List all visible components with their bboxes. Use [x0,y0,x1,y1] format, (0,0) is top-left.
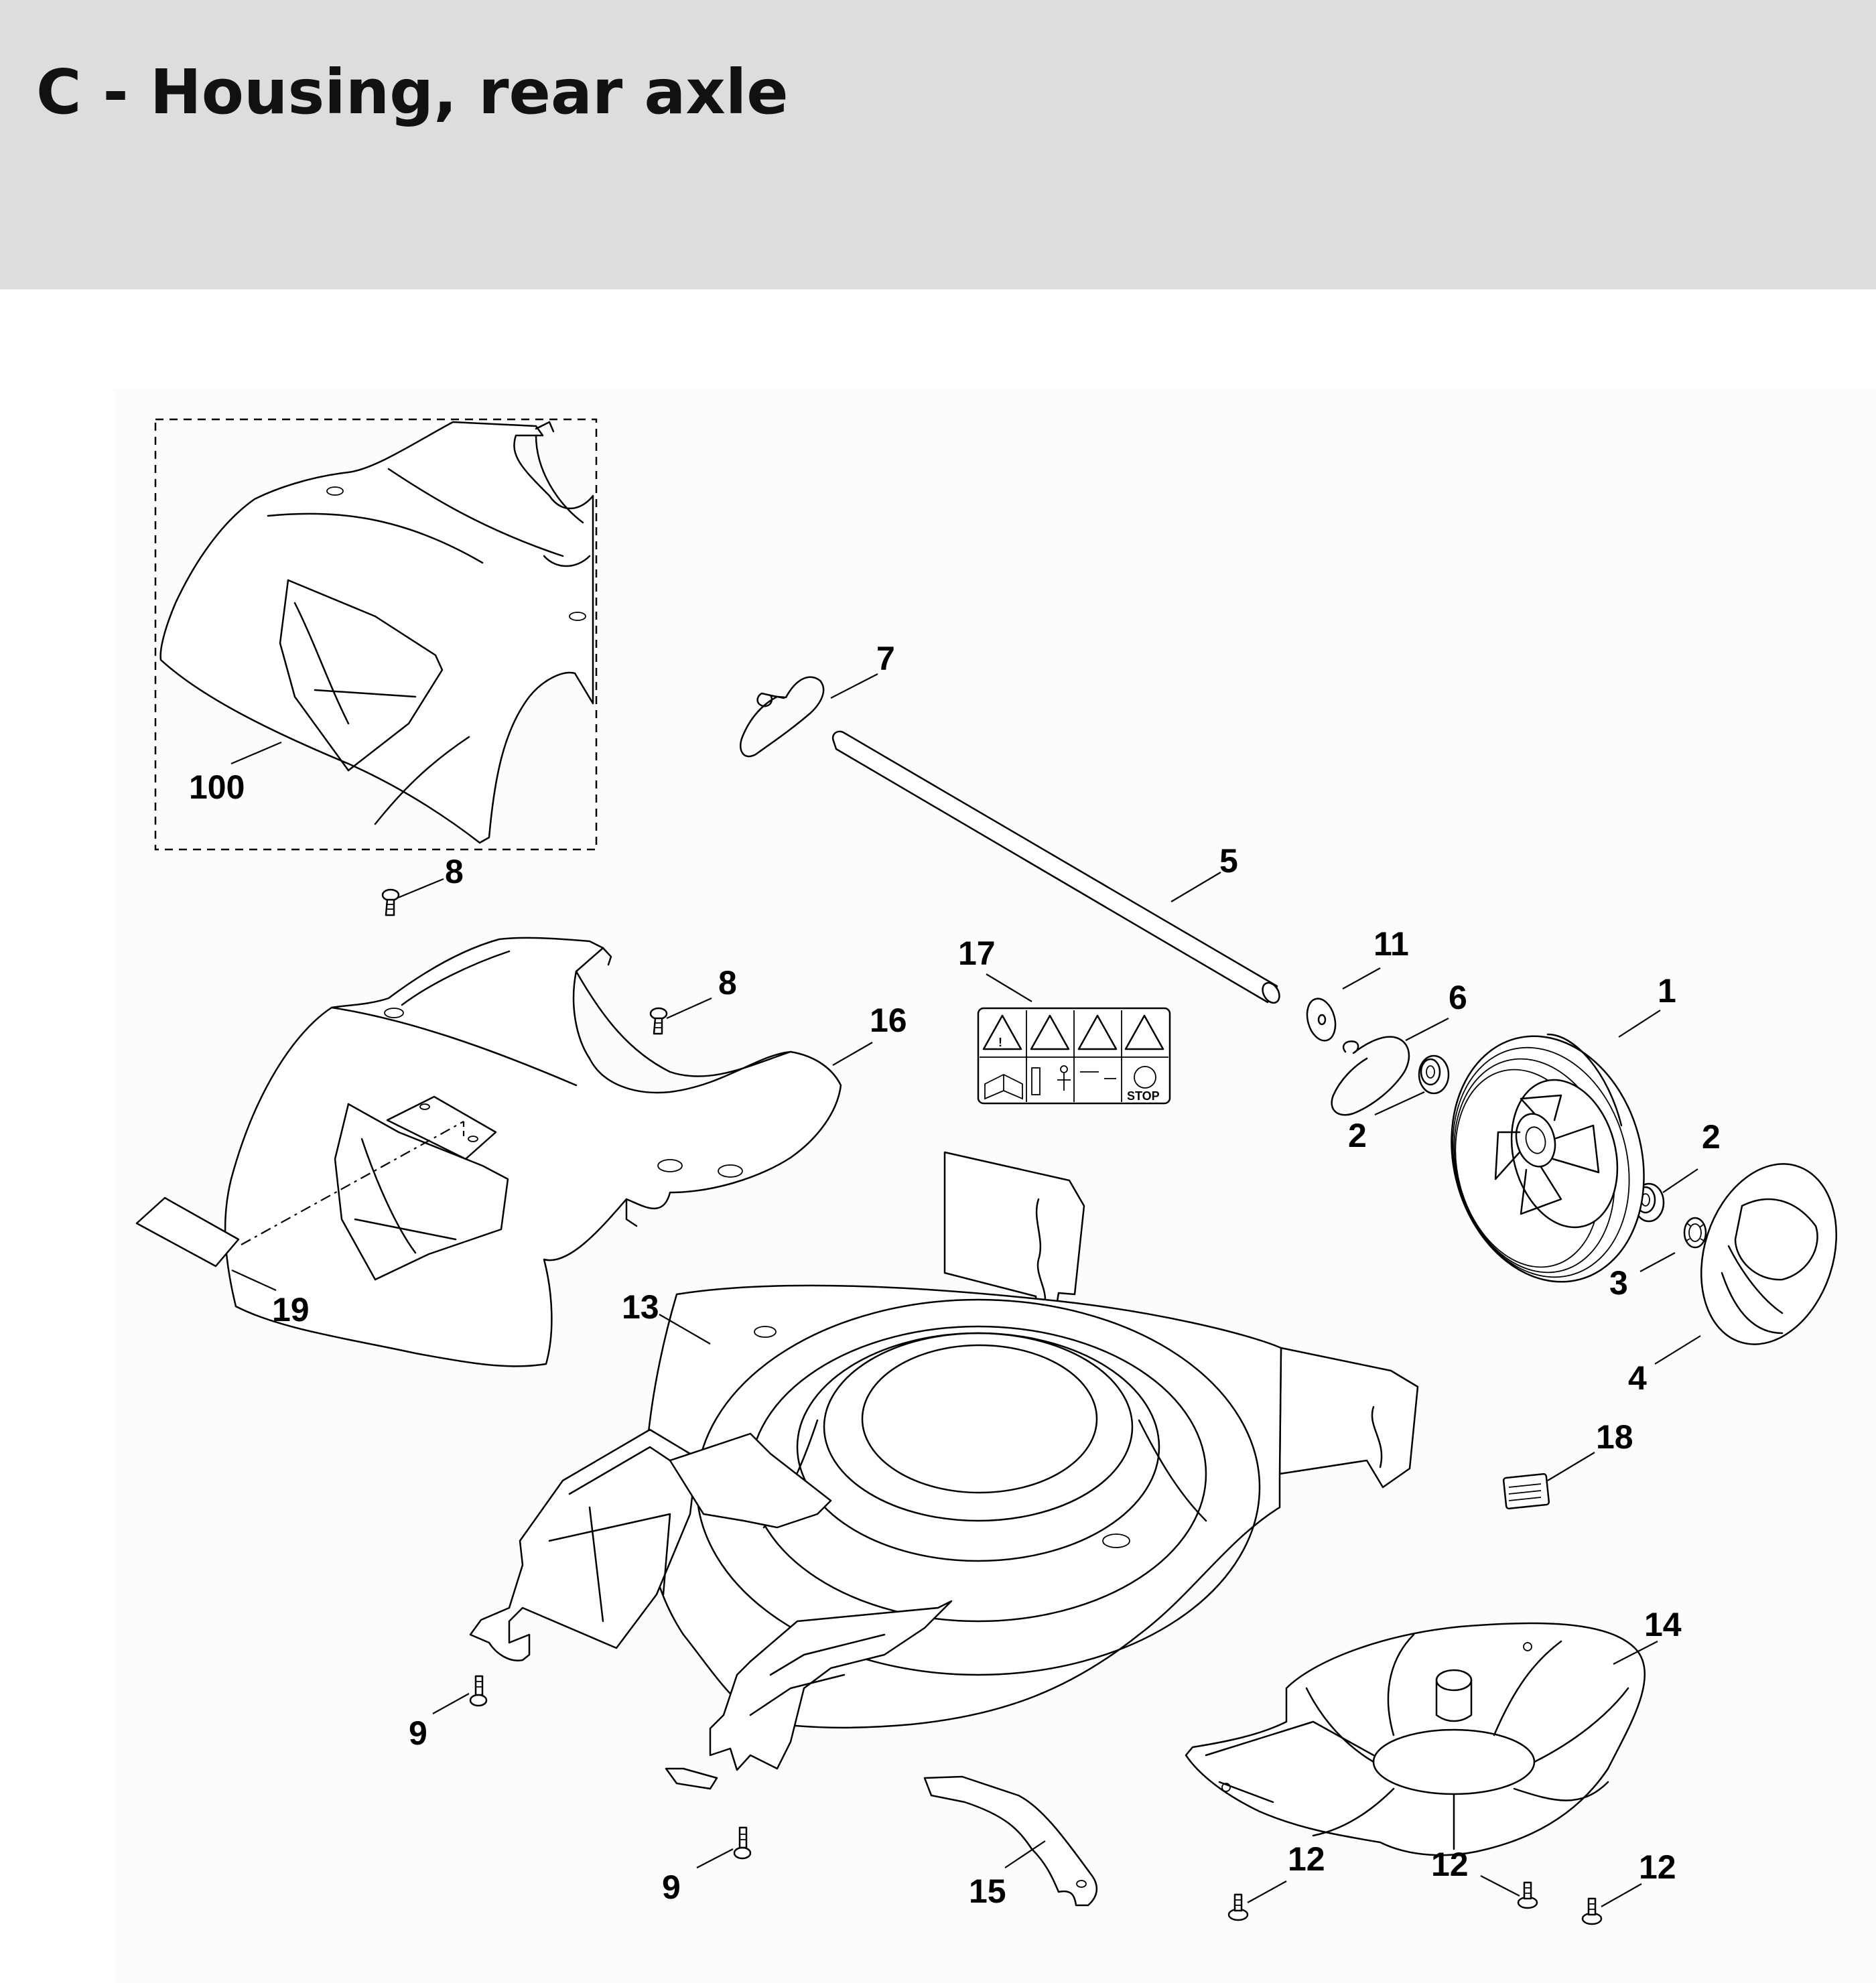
label-13: 13 [622,1288,659,1326]
part-11-washer[interactable] [1302,996,1339,1044]
label-12-left: 12 [1288,1840,1325,1878]
label-11: 11 [1374,925,1409,963]
label-17: 17 [958,935,996,972]
part-13-deck-housing[interactable] [469,1151,1419,1790]
label-3: 3 [1609,1264,1628,1302]
part-12-screw-right[interactable] [1581,1897,1603,1925]
label-8-upper: 8 [445,853,464,890]
part-9-screw-lower[interactable] [733,1826,752,1860]
stop-label-text: STOP [1127,1089,1160,1103]
part-19-label-sheet[interactable] [135,1196,240,1268]
part-14-mulching-insert[interactable] [1185,1622,1646,1856]
part-5-rear-axle[interactable] [831,730,1282,1006]
header-bar: C - Housing, rear axle [0,0,1876,289]
label-12-right: 12 [1639,1848,1676,1886]
part-8-screw-upper[interactable] [381,888,400,916]
part-8-screw-lower[interactable] [649,1007,668,1035]
label-9-upper: 9 [409,1714,427,1752]
part-4-hub-cap[interactable] [1679,1146,1859,1362]
part-16-rear-cover[interactable] [224,937,842,1367]
label-1: 1 [1658,972,1676,1010]
label-19: 19 [272,1291,310,1328]
label-2-upper: 2 [1348,1117,1367,1154]
part-9-screw-upper[interactable] [469,1675,488,1707]
part-2-bearing-upper[interactable] [1418,1054,1450,1095]
label-4: 4 [1628,1359,1647,1397]
label-12-middle: 12 [1431,1846,1469,1883]
label-100: 100 [189,768,245,806]
part-7-spring-clip[interactable] [739,676,825,758]
label-18: 18 [1596,1418,1633,1456]
label-7: 7 [876,640,895,677]
label-6: 6 [1449,979,1467,1016]
label-16: 16 [870,1002,907,1039]
label-15: 15 [969,1872,1006,1910]
label-2-lower: 2 [1702,1118,1721,1156]
label-14: 14 [1644,1606,1682,1643]
page-title: C - Housing, rear axle [36,56,789,128]
part-1-rear-wheel[interactable] [1425,1014,1671,1304]
part-17-safety-label[interactable]: ! STOP [977,1007,1171,1105]
part-3-retaining-ring[interactable] [1683,1217,1707,1249]
warning-icon: ! [998,1036,1002,1049]
label-9-lower: 9 [662,1868,681,1906]
label-8-lower: 8 [718,964,737,1002]
part-6-wire-clip[interactable] [1331,1036,1410,1116]
part-12-screw-left[interactable] [1227,1893,1249,1921]
part-100-cover-assembly[interactable] [154,418,598,851]
label-5: 5 [1219,842,1238,880]
part-18-rating-plate[interactable] [1502,1473,1550,1510]
part-12-screw-middle[interactable] [1517,1881,1538,1909]
part-15-baffle-strip[interactable] [923,1775,1097,1907]
